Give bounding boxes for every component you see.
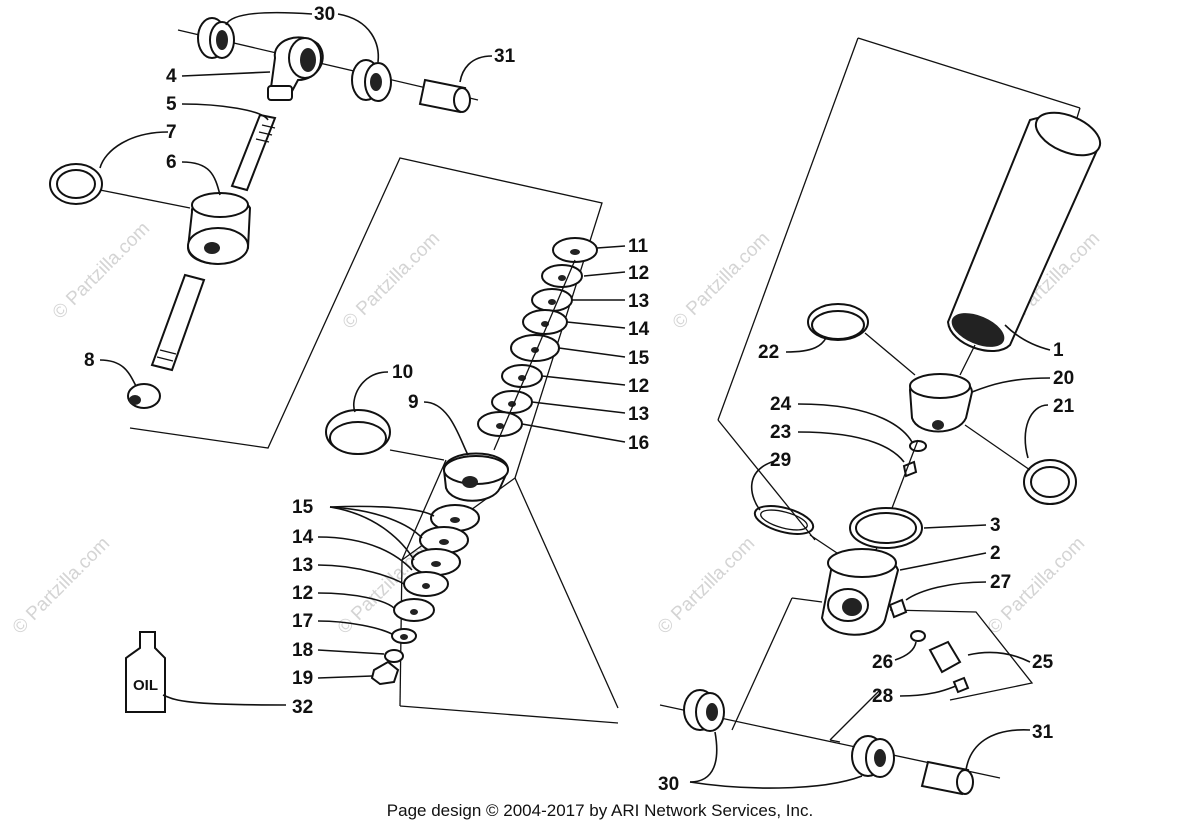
bushing-30c [683,689,725,732]
watermark-text: © Partzilla.com [49,218,154,323]
upper-left-assembly: OIL [49,17,619,724]
callout-13b: 13 [628,404,649,425]
shim-stack-upper [477,237,598,451]
bushing-30d [851,735,895,778]
oil-label: OIL [133,677,158,694]
callout-13c: 13 [292,555,313,576]
callout-24: 24 [770,394,792,415]
callout-6: 6 [166,152,177,173]
washer-24 [909,440,927,452]
callout-12a: 12 [628,263,649,284]
warning-label-29 [753,505,815,535]
callout-3: 3 [990,515,1001,536]
body-tube-1 [946,111,1102,352]
ring-22 [807,303,869,341]
watermark-text: © Partzilla.com [654,533,759,638]
ring-3 [849,507,923,549]
callout-1: 1 [1053,340,1064,361]
watermark-text: © Partzilla.com [339,228,444,333]
watermark-text: © Partzilla.com [669,228,774,333]
cap-20 [908,373,974,433]
callout-28: 28 [872,686,893,707]
callout-5: 5 [166,94,177,115]
right-assembly [659,37,1102,796]
sleeve-31b [920,760,974,796]
plug-27 [888,598,908,619]
callout-32: 32 [292,697,313,718]
rod-lower [150,273,206,372]
shim-stack-lower [370,504,480,686]
leader-lines [99,11,1051,789]
bushing-30b [351,59,392,102]
callout-7: 7 [166,122,177,143]
callout-30-top: 30 [314,4,335,25]
callout-18: 18 [292,640,313,661]
callout-10: 10 [392,362,413,383]
callout-16: 16 [628,433,649,454]
cap-28 [952,676,970,694]
valve-body-9 [442,452,510,502]
watermark-text: © Partzilla.com [9,533,114,638]
callout-4: 4 [166,66,177,87]
shaft-5 [230,113,277,192]
ring-10 [325,409,391,455]
callout-8: 8 [84,350,95,371]
callout-31-bottom: 31 [1032,722,1054,743]
callout-9: 9 [408,392,419,413]
sleeve-31 [418,78,471,114]
page-footer: Page design © 2004-2017 by ARI Network S… [386,801,814,820]
callout-25: 25 [1032,652,1054,673]
eyelet-body-2 [820,548,900,636]
valve-25 [928,640,962,674]
callout-13a: 13 [628,291,649,312]
callout-19: 19 [292,668,313,689]
callout-11: 11 [628,236,649,257]
callout-20: 20 [1053,368,1074,389]
callout-23: 23 [770,422,791,443]
screw-23 [902,460,918,478]
callout-12b: 12 [628,376,649,397]
callout-27: 27 [990,572,1011,593]
callout-2: 2 [990,543,1001,564]
callout-29: 29 [770,450,791,471]
oring-26 [910,630,926,642]
callout-15b: 15 [292,497,314,518]
callout-14b: 14 [292,527,314,548]
oil-bottle-32: OIL [125,631,166,713]
ring-21 [1023,459,1077,505]
piston-6 [186,192,252,265]
callout-12c: 12 [292,583,313,604]
callout-labels: 30 31 4 5 7 6 8 10 9 11 12 13 14 15 12 1… [84,4,1075,795]
callout-30-bottom: 30 [658,774,679,795]
bushing-30 [197,17,235,59]
callout-14a: 14 [628,319,650,340]
callout-17: 17 [292,611,313,632]
callout-26: 26 [872,652,893,673]
callout-21: 21 [1053,396,1075,417]
seal-7 [49,163,103,205]
callout-22: 22 [758,342,779,363]
callout-15a: 15 [628,348,650,369]
eyelet-4 [267,36,324,101]
callout-31-top: 31 [494,46,516,67]
nut-8 [127,383,161,409]
